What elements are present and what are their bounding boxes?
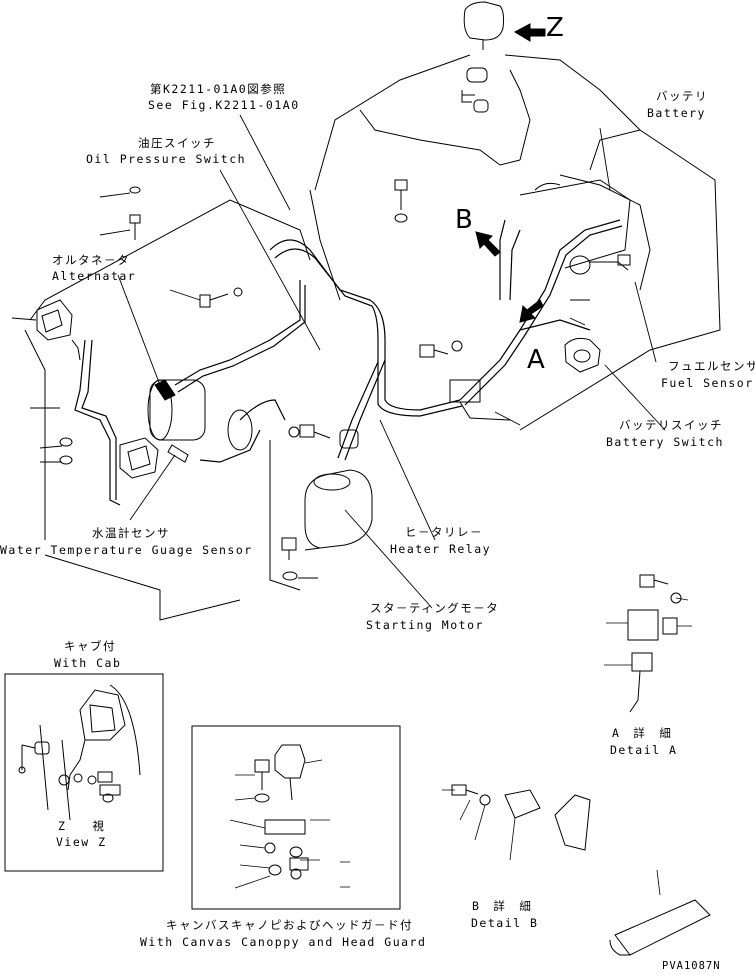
battery-switch-en: Battery Switch	[606, 435, 724, 449]
heater-relay	[449, 379, 511, 421]
work-lamp-left	[36, 299, 81, 361]
fuel-sensor-en: Fuel Sensor	[661, 376, 754, 390]
machine-body-outline	[24, 54, 721, 621]
see-fig-en: See Fig.K2211-01A0	[148, 98, 300, 112]
battery-ja: バッテリ	[656, 89, 708, 103]
work-lamp-top	[461, 1, 505, 113]
drawing-code: PVA1087N	[662, 960, 721, 972]
battery-switch-ja: バッテリスイッチ	[619, 418, 723, 432]
inset-view-z	[4, 673, 164, 872]
with-cab-ja: キャブ付	[64, 639, 116, 653]
harness-main	[74, 219, 623, 506]
callout-a: A	[527, 345, 545, 375]
callout-z: Z	[546, 13, 564, 43]
view-z-en: View Z	[56, 835, 107, 849]
alternator-ja: オルタネ－タ	[52, 253, 130, 267]
view-z-ja: Z 視	[58, 819, 106, 833]
detail-a	[604, 574, 692, 713]
fuel-sensor	[569, 254, 631, 275]
battery-switch	[564, 337, 601, 373]
detail-a-en: Detail A	[610, 743, 678, 757]
battery	[519, 179, 631, 269]
starting-motor	[304, 429, 373, 549]
canopy-en: With Canvas Canoppy and Head Guard	[140, 935, 427, 949]
grease-tube	[609, 869, 711, 956]
detail-b-en: Detail B	[471, 916, 539, 930]
canopy-ja: キャンバスキャノピおよびヘッドガ－ド付	[166, 918, 413, 932]
oil-pressure-switch-ja: 油圧スイッチ	[138, 136, 216, 150]
callout-arrows	[475, 23, 546, 323]
water-temp-sensor	[167, 444, 189, 463]
callout-b: B	[455, 205, 473, 235]
alternator-en: Alternatar	[52, 269, 137, 283]
work-lamp-lower	[119, 437, 159, 479]
heater-relay-en: Heater Relay	[390, 542, 492, 556]
leader-lines	[11, 114, 666, 609]
detail-a-ja: A 詳 細	[612, 726, 673, 740]
battery-en: Battery	[647, 106, 706, 120]
with-cab-en: With Cab	[54, 656, 122, 670]
see-fig-ja: 第K2211-01A0図参照	[150, 82, 287, 96]
starting-motor-en: Starting Motor	[366, 618, 484, 632]
oil-pressure-switch-en: Oil Pressure Switch	[86, 152, 247, 166]
starting-motor-ja: スタ－ティングモ－タ	[370, 601, 500, 615]
detail-b-ja: B 詳 細	[472, 899, 533, 913]
bolts-washers	[59, 179, 463, 581]
fuel-sensor-ja: フュエルセンサ	[668, 359, 755, 373]
alternator	[147, 379, 253, 451]
detail-b	[442, 784, 591, 861]
heater-relay-ja: ヒ－タリレ－	[405, 525, 483, 539]
water-temp-en: Water Temperature Guage Sensor	[0, 543, 253, 557]
inset-canopy	[191, 725, 401, 910]
water-temp-ja: 水温計センサ	[92, 526, 170, 540]
